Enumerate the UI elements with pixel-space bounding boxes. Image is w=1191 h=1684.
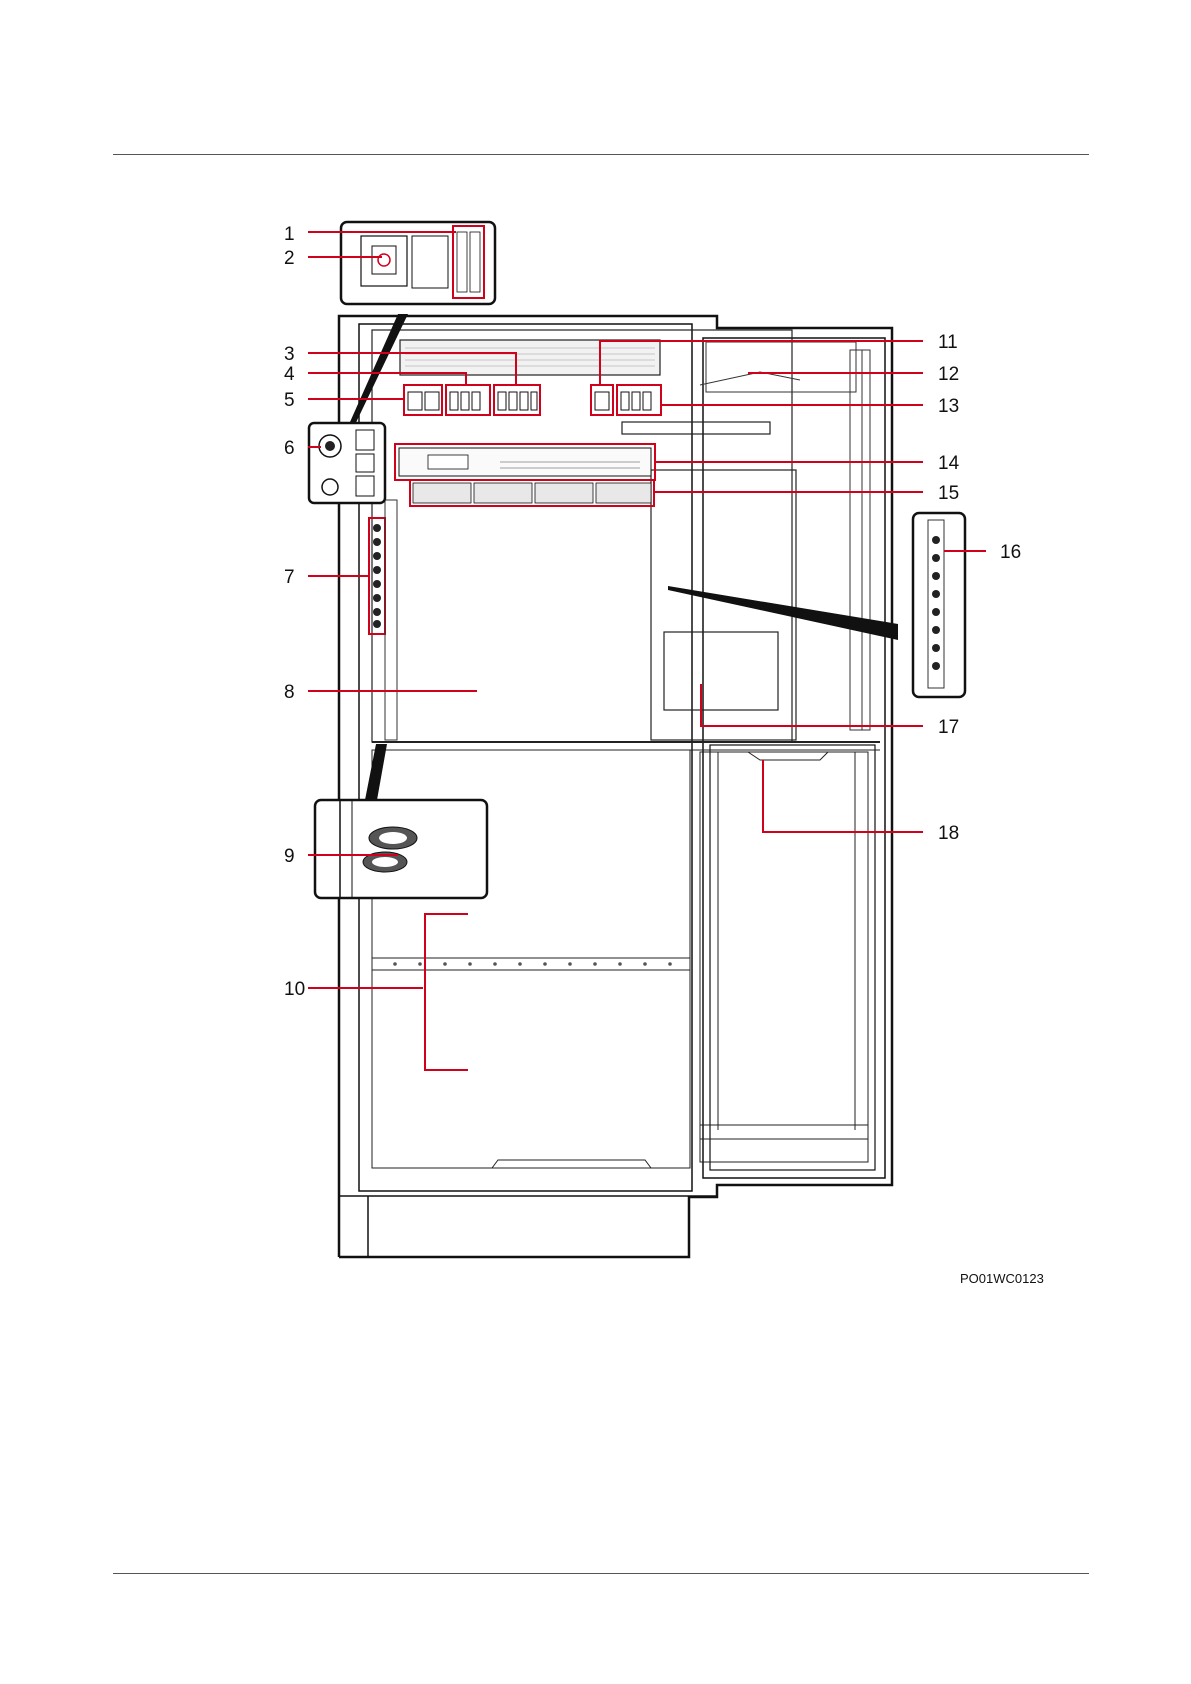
inset-detail-16 [913,513,965,697]
figure-code: PO01WC0123 [960,1271,1044,1286]
callout-label: 15 [938,483,959,504]
callout-label: 1 [284,224,295,245]
door-hinge-assembly [700,342,870,730]
inset-detail-top [341,222,495,304]
breaker-group-11 [591,385,613,415]
lower-right-rack [700,752,868,1162]
breaker-group-13 [617,385,661,415]
ground-bar-left [369,500,397,740]
callout-label: 3 [284,344,295,365]
callout-label: 10 [284,979,305,1000]
breaker-group-4 [446,385,490,415]
footer-rule [113,1573,1089,1574]
callout-label: 9 [284,846,295,867]
callout-label: 14 [938,453,960,474]
callout-label: 17 [938,717,959,738]
breaker-group-3 [494,385,540,415]
controller-module [395,444,655,480]
callout-label: 18 [938,823,959,844]
callout-label: 5 [284,390,295,411]
callout-label: 13 [938,396,959,417]
inset-detail-6 [309,423,385,503]
callout-label: 4 [284,364,295,385]
callout-label: 7 [284,567,295,588]
inset-detail-9 [315,800,487,898]
callout-label: 8 [284,682,295,703]
callout-label: 16 [1000,542,1021,563]
callout-label: 12 [938,364,959,385]
breaker-group-5 [404,385,442,415]
rectifier-modules [410,480,654,506]
callout-label: 6 [284,438,295,459]
callout-label: 11 [938,332,958,353]
callout-label: 2 [284,248,295,269]
